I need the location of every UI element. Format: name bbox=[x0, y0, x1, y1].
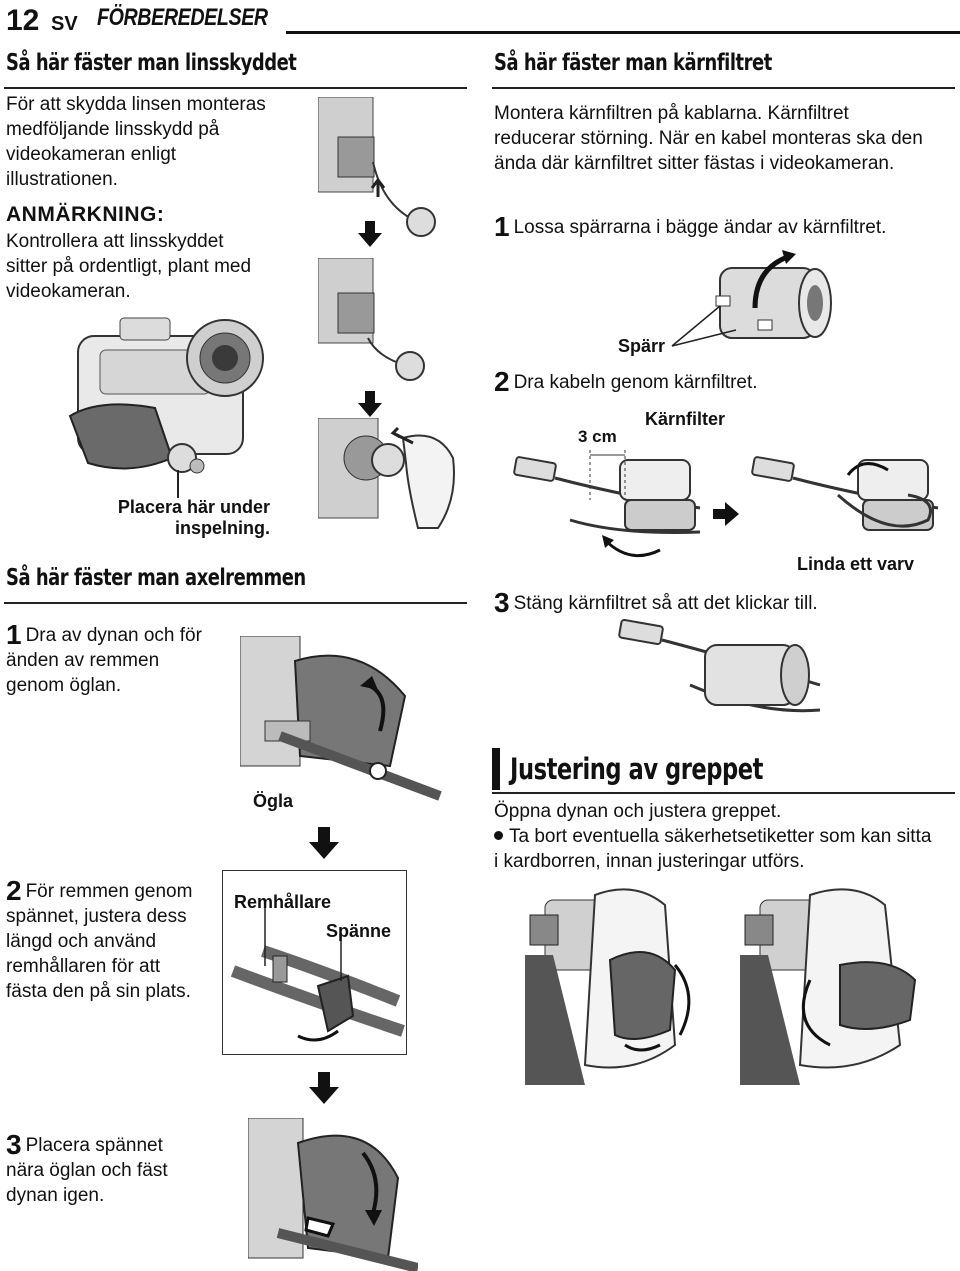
page-number: 12 bbox=[6, 4, 40, 37]
shoulder-strap-heading-rule bbox=[4, 602, 467, 604]
down-arrow-icon bbox=[308, 1071, 340, 1105]
distance-label: 3 cm bbox=[578, 427, 617, 446]
step-text: Dra av dynan och för änden av remmen gen… bbox=[6, 625, 202, 696]
lens-cap-attach-step-1 bbox=[318, 97, 448, 242]
placement-callout: Placera här under inspelning. bbox=[117, 497, 270, 538]
lens-cap-heading-rule bbox=[4, 87, 467, 89]
down-arrow-icon bbox=[308, 826, 340, 860]
down-arrow-icon bbox=[356, 390, 384, 418]
note-title: ANMÄRKNING: bbox=[6, 203, 165, 226]
step-number: 1 bbox=[494, 211, 510, 242]
buckle-label: Spänne bbox=[326, 921, 392, 941]
grip-heading: Justering av greppet bbox=[510, 752, 763, 786]
lens-cap-heading: Så här fäster man linsskyddet bbox=[6, 50, 297, 76]
cable-wound-illustration bbox=[748, 440, 948, 560]
latch-pointer bbox=[670, 300, 740, 352]
core-filter-heading-rule bbox=[492, 87, 955, 89]
strap-step-1-illustration bbox=[240, 636, 445, 836]
step-number: 1 bbox=[6, 619, 22, 650]
grip-heading-rule bbox=[492, 792, 955, 794]
step-text: Dra kabeln genom kärnfiltret. bbox=[513, 372, 758, 393]
bullet-icon bbox=[494, 831, 503, 840]
step-number: 3 bbox=[494, 587, 510, 618]
lens-cap-attach-step-2 bbox=[318, 258, 448, 383]
grip-body: Öppna dynan och justera greppet. bbox=[494, 801, 782, 822]
right-arrow-icon bbox=[712, 500, 740, 528]
wind-label: Linda ett varv bbox=[797, 554, 915, 574]
grip-open-illustration bbox=[525, 885, 720, 1085]
core-filter-label: Kärnfilter bbox=[645, 409, 726, 429]
latch-label: Spärr bbox=[618, 336, 666, 356]
grip-heading-bar bbox=[492, 748, 500, 790]
strap-step-3-illustration bbox=[248, 1118, 418, 1271]
page-header: 12 SV FÖRBEREDELSER bbox=[6, 4, 960, 38]
step-text: För remmen genom spännet, justera dess l… bbox=[6, 881, 193, 1002]
step-number: 2 bbox=[6, 875, 22, 906]
grip-closed-illustration bbox=[740, 885, 940, 1085]
step-text: Stäng kärnfiltret så att det klickar til… bbox=[513, 593, 818, 614]
grip-bullet-text: Ta bort eventuella säkerhetsetiketter so… bbox=[494, 826, 932, 872]
language-code: SV bbox=[51, 13, 78, 35]
core-filter-latch-illustration bbox=[700, 248, 840, 353]
loop-label: Ögla bbox=[253, 791, 294, 811]
cable-through-filter-illustration bbox=[510, 440, 710, 570]
note-body: Kontrollera att linsskyddet sitter på or… bbox=[6, 231, 252, 302]
grip-bullet-item: Ta bort eventuella säkerhetsetiketter so… bbox=[494, 824, 934, 874]
step-number: 3 bbox=[6, 1129, 22, 1160]
core-filter-heading: Så här fäster man kärnfiltret bbox=[494, 50, 772, 76]
core-filter-body: Montera kärnfiltren på kablarna. Kärnfil… bbox=[494, 103, 923, 174]
closed-filter-illustration bbox=[610, 615, 825, 730]
header-rule bbox=[286, 31, 960, 34]
lens-cap-body: För att skydda linsen monteras medföljan… bbox=[6, 94, 266, 190]
strap-keeper-label: Remhållare bbox=[234, 892, 332, 912]
section-title: FÖRBEREDELSER bbox=[97, 4, 268, 31]
lens-cap-attach-step-3 bbox=[318, 418, 468, 536]
camcorder-illustration bbox=[60, 298, 310, 498]
strap-step-2-illustration bbox=[222, 870, 407, 1055]
step-number: 2 bbox=[494, 366, 510, 397]
down-arrow-icon bbox=[356, 220, 384, 248]
step-text: Lossa spärrarna i bägge ändar av kärnfil… bbox=[513, 217, 887, 238]
shoulder-strap-heading: Så här fäster man axelremmen bbox=[6, 565, 306, 591]
step-text: Placera spännet nära öglan och fäst dyna… bbox=[6, 1135, 168, 1206]
